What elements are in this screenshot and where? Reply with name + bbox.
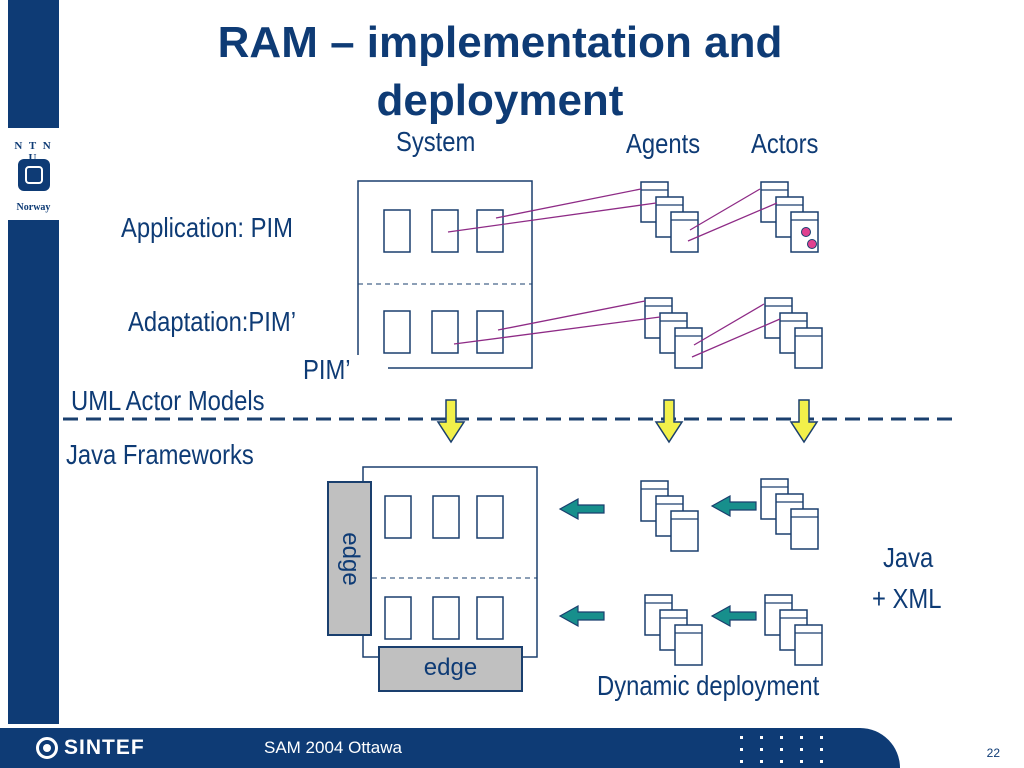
row-label-adaptation: Adaptation:PIM’ [128,306,297,337]
upper-system-cell [383,209,411,253]
edge-horizontal-label: edge [423,654,478,681]
column-label-system: System [396,126,476,157]
upper-system-cell [476,209,504,253]
upper-system-cell [431,310,459,354]
actor-stack-adaptation [764,297,823,369]
down-arrow-icon [655,399,683,443]
row-label-pim-prime: PIM’ [303,354,351,385]
agent-stack-java-lower [644,594,703,666]
agent-stack-java-upper [640,480,699,552]
column-label-agents: Agents [626,128,701,159]
upper-system-cell [383,310,411,354]
java-xml-line2: + XML [872,583,942,614]
down-arrow-icon [437,399,465,443]
footer-bar [0,728,900,768]
actor-stack-java-lower [764,594,823,666]
dynamic-deployment-label: Dynamic deployment [597,670,820,701]
pim-label-mask [340,355,388,385]
column-label-actors: Actors [751,128,819,159]
lower-system-cell [384,596,412,640]
row-label-application: Application: PIM [121,212,293,243]
upper-system-cell [476,310,504,354]
ntnu-logo-text: N T N U [14,140,53,164]
actor-marker-icon [801,227,811,237]
down-arrow-icon [790,399,818,443]
slide-title: RAM – implementation and deployment [217,18,783,125]
actor-stack-java-upper [760,478,819,550]
lower-system-cell [384,495,412,539]
left-arrow-icon [559,605,605,627]
left-sidebar-band [8,0,59,724]
left-arrow-icon [711,495,757,517]
ntnu-emblem-icon [18,159,50,191]
edge-vertical-label: edge [336,531,364,586]
ntnu-logo-country: Norway [16,202,51,213]
lower-system-cell [432,596,460,640]
left-arrow-icon [559,498,605,520]
actor-marker-icon [807,239,817,249]
edge-vertical-box: edge [327,481,372,636]
left-arrow-icon [711,605,757,627]
lower-system-cell [476,596,504,640]
footer-dots-decoration [740,736,850,766]
connector-lines [447,188,781,358]
agent-stack-application [640,181,699,253]
sintef-logo-icon [36,737,58,759]
sintef-logo-text: SINTEF [64,736,145,759]
lower-system-cell [432,495,460,539]
lower-system-cell [476,495,504,539]
layer-label-java: Java Frameworks [66,439,254,470]
java-xml-line1: Java [883,542,934,573]
footer: SINTEF SAM 2004 Ottawa 22 [0,728,1024,768]
agent-stack-adaptation [644,297,703,369]
footer-event: SAM 2004 Ottawa [264,738,402,757]
page-number: 22 [986,746,1000,760]
edge-horizontal-box: edge [378,646,523,692]
ntnu-logo: N T N U Norway [8,128,59,220]
layer-label-uml: UML Actor Models [71,385,265,416]
